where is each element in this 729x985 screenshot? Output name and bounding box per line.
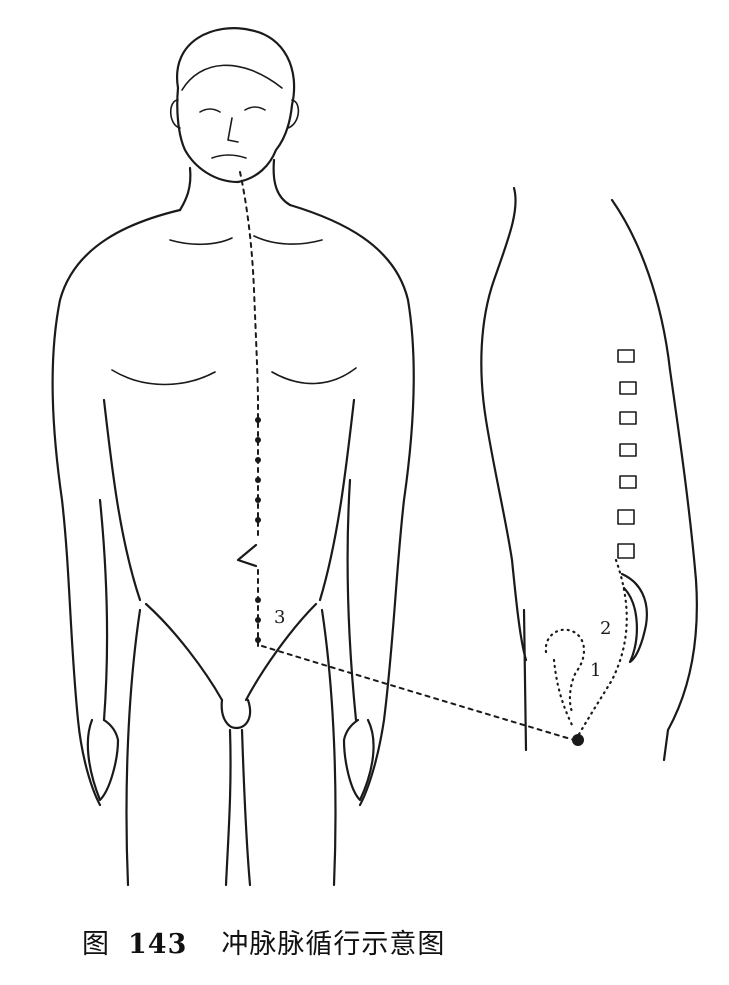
left-ear: [169, 99, 181, 129]
left-shoulder-arm: [51, 208, 182, 807]
front-body-figure: [51, 27, 415, 887]
side-chong-pathway: 1 2: [572, 558, 628, 746]
neck-right: [272, 158, 292, 207]
acupoint-dot: [255, 497, 261, 503]
uterine-path: [552, 658, 574, 727]
right-leg-inner: [240, 728, 252, 887]
neck-left: [178, 166, 192, 212]
acupoint-dot: [255, 597, 261, 603]
right-leg-outer: [320, 608, 337, 887]
acupoint-dot: [255, 477, 261, 483]
left-inner-arm: [98, 498, 109, 722]
left-torso-side: [102, 398, 142, 602]
head-outline: [175, 27, 296, 184]
uterus-outline: [544, 628, 586, 714]
left-hand: [86, 718, 120, 802]
marker-2-label: 2: [600, 618, 611, 639]
right-pectoral: [271, 367, 357, 385]
nose: [227, 117, 239, 143]
hair-line: [181, 64, 283, 91]
vertebra: [617, 349, 635, 363]
back-outline: [480, 186, 528, 662]
side-body-figure: [480, 186, 698, 762]
midline-upper-pathway: [239, 171, 259, 406]
marker-3-label: 3: [274, 607, 285, 628]
thigh-front: [662, 728, 670, 762]
acupoint-dot: [255, 457, 261, 463]
vertebra: [619, 411, 637, 425]
left-leg-inner: [224, 728, 232, 887]
acupoint-dot: [255, 417, 261, 423]
left-pectoral: [111, 369, 216, 386]
acupoint-dot: [255, 637, 261, 643]
right-torso-side: [318, 398, 356, 602]
genital-outline: [220, 698, 252, 730]
acupoint-dot: [255, 437, 261, 443]
acupoint-dot: [255, 517, 261, 523]
acupoint-dot: [255, 617, 261, 623]
front-chong-pathway: 3: [236, 171, 575, 741]
posterior-pathway: [576, 558, 628, 738]
right-ear: [287, 99, 300, 129]
marker-1-label: 1: [590, 660, 601, 681]
buttock-line: [522, 608, 528, 752]
mouth: [211, 154, 247, 159]
right-shoulder-arm: [288, 203, 415, 807]
left-clavicle: [169, 237, 233, 246]
right-hand: [342, 718, 375, 802]
left-eye: [199, 108, 221, 113]
right-clavicle: [253, 235, 323, 245]
left-leg-outer: [125, 608, 142, 887]
spine-vertebrae: [617, 349, 637, 559]
vertebra: [617, 509, 635, 525]
vertebra: [617, 543, 635, 559]
right-eye: [244, 106, 266, 111]
front-outline: [610, 198, 698, 732]
right-inner-arm: [346, 478, 358, 722]
connector-pathway: [261, 645, 575, 741]
vertebra: [619, 443, 637, 457]
perineum-origin-point: [572, 734, 584, 746]
sacrum: [620, 572, 648, 664]
figure-caption: 图 143 冲脉脉循行示意图: [82, 922, 445, 961]
navel-mark: [236, 543, 258, 568]
right-inguinal: [244, 602, 318, 702]
caption-number: 143: [128, 929, 188, 960]
left-inguinal: [144, 602, 224, 702]
vertebra: [619, 475, 637, 489]
vertebra: [619, 381, 637, 395]
caption-title: 冲脉脉循行示意图: [221, 929, 446, 960]
caption-prefix: 图: [82, 929, 110, 960]
